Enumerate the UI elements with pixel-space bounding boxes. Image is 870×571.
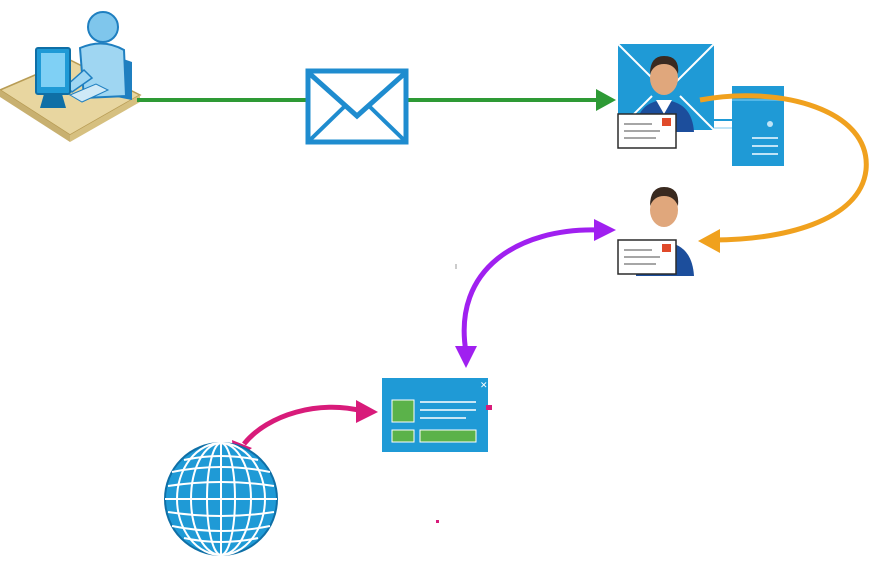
recipient-user-icon <box>617 187 694 276</box>
speck <box>455 264 457 269</box>
svg-text:✕: ✕ <box>480 381 488 391</box>
speck <box>436 520 439 523</box>
envelope-icon <box>305 68 409 145</box>
user-at-computer-icon <box>0 11 142 142</box>
mail-client-window-icon: ✕ <box>382 378 492 452</box>
mailbox-user-icon <box>617 43 715 149</box>
deliver-arrow <box>698 93 869 253</box>
globe-icon <box>164 442 278 556</box>
retrieve-arrow <box>455 219 616 368</box>
